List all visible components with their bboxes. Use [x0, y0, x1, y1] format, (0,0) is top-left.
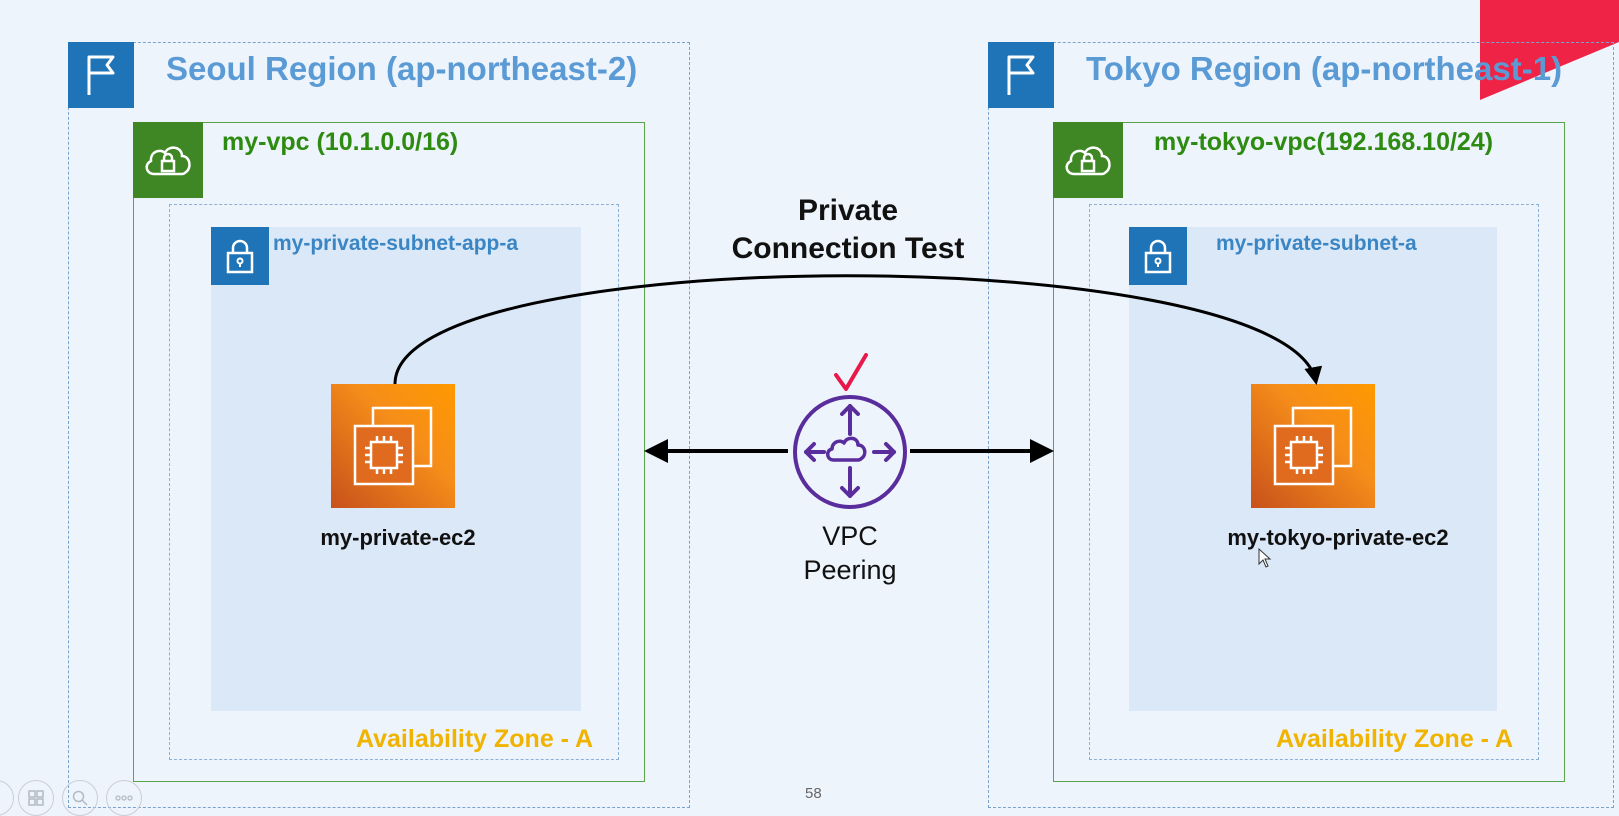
tokyo-ec2-label: my-tokyo-private-ec2 — [1227, 525, 1449, 550]
cloud-lock-icon — [133, 122, 203, 198]
flag-icon — [68, 42, 134, 108]
zoom-icon[interactable] — [62, 780, 98, 816]
seoul-subnet-title: my-private-subnet-app-a — [273, 232, 519, 255]
tokyo-region-box — [988, 42, 1614, 808]
tokyo-vpc-title: my-tokyo-vpc(192.168.10/24) — [1154, 128, 1494, 156]
tokyo-subnet-title: my-private-subnet-a — [1216, 232, 1417, 255]
connection-test-title-line1: Private — [797, 194, 899, 227]
connection-test-title-line2: Connection Test — [731, 232, 965, 265]
ec2-chip-icon[interactable] — [331, 384, 455, 508]
cloud-lock-icon — [1053, 122, 1123, 198]
seoul-region-title: Seoul Region (ap-northeast-2) — [166, 50, 638, 87]
seoul-az-label: Availability Zone - A — [356, 725, 594, 753]
seoul-availability-zone-box — [169, 204, 619, 760]
ec2-chip-icon[interactable] — [1251, 384, 1375, 508]
flag-icon — [988, 42, 1054, 108]
more-options-icon[interactable] — [106, 780, 142, 816]
tokyo-region-title: Tokyo Region (ap-northeast-1) — [1086, 50, 1563, 87]
tokyo-availability-zone-box — [1089, 204, 1539, 760]
seoul-region-box — [68, 42, 690, 808]
connection-test-title: Private Connection Test — [700, 192, 996, 268]
padlock-icon — [1129, 227, 1187, 285]
vpc-peering-icon[interactable] — [790, 392, 910, 517]
vpc-peering-label-line1: VPC — [822, 521, 878, 551]
checkmark-icon — [833, 353, 869, 398]
padlock-icon — [211, 227, 269, 285]
private-connection-curve — [393, 274, 1323, 385]
slide-sorter-icon[interactable] — [18, 780, 54, 816]
corner-decoration — [1470, 0, 1619, 100]
seoul-ec2-label: my-private-ec2 — [320, 525, 476, 550]
mouse-cursor-icon — [1258, 547, 1272, 573]
tokyo-az-label: Availability Zone - A — [1276, 725, 1514, 753]
vpc-peering-label-line2: Peering — [803, 555, 897, 585]
vpc-peering-label: VPC Peering — [760, 519, 940, 587]
slide-number: 58 — [805, 785, 822, 802]
seoul-vpc-title: my-vpc (10.1.0.0/16) — [222, 128, 459, 156]
